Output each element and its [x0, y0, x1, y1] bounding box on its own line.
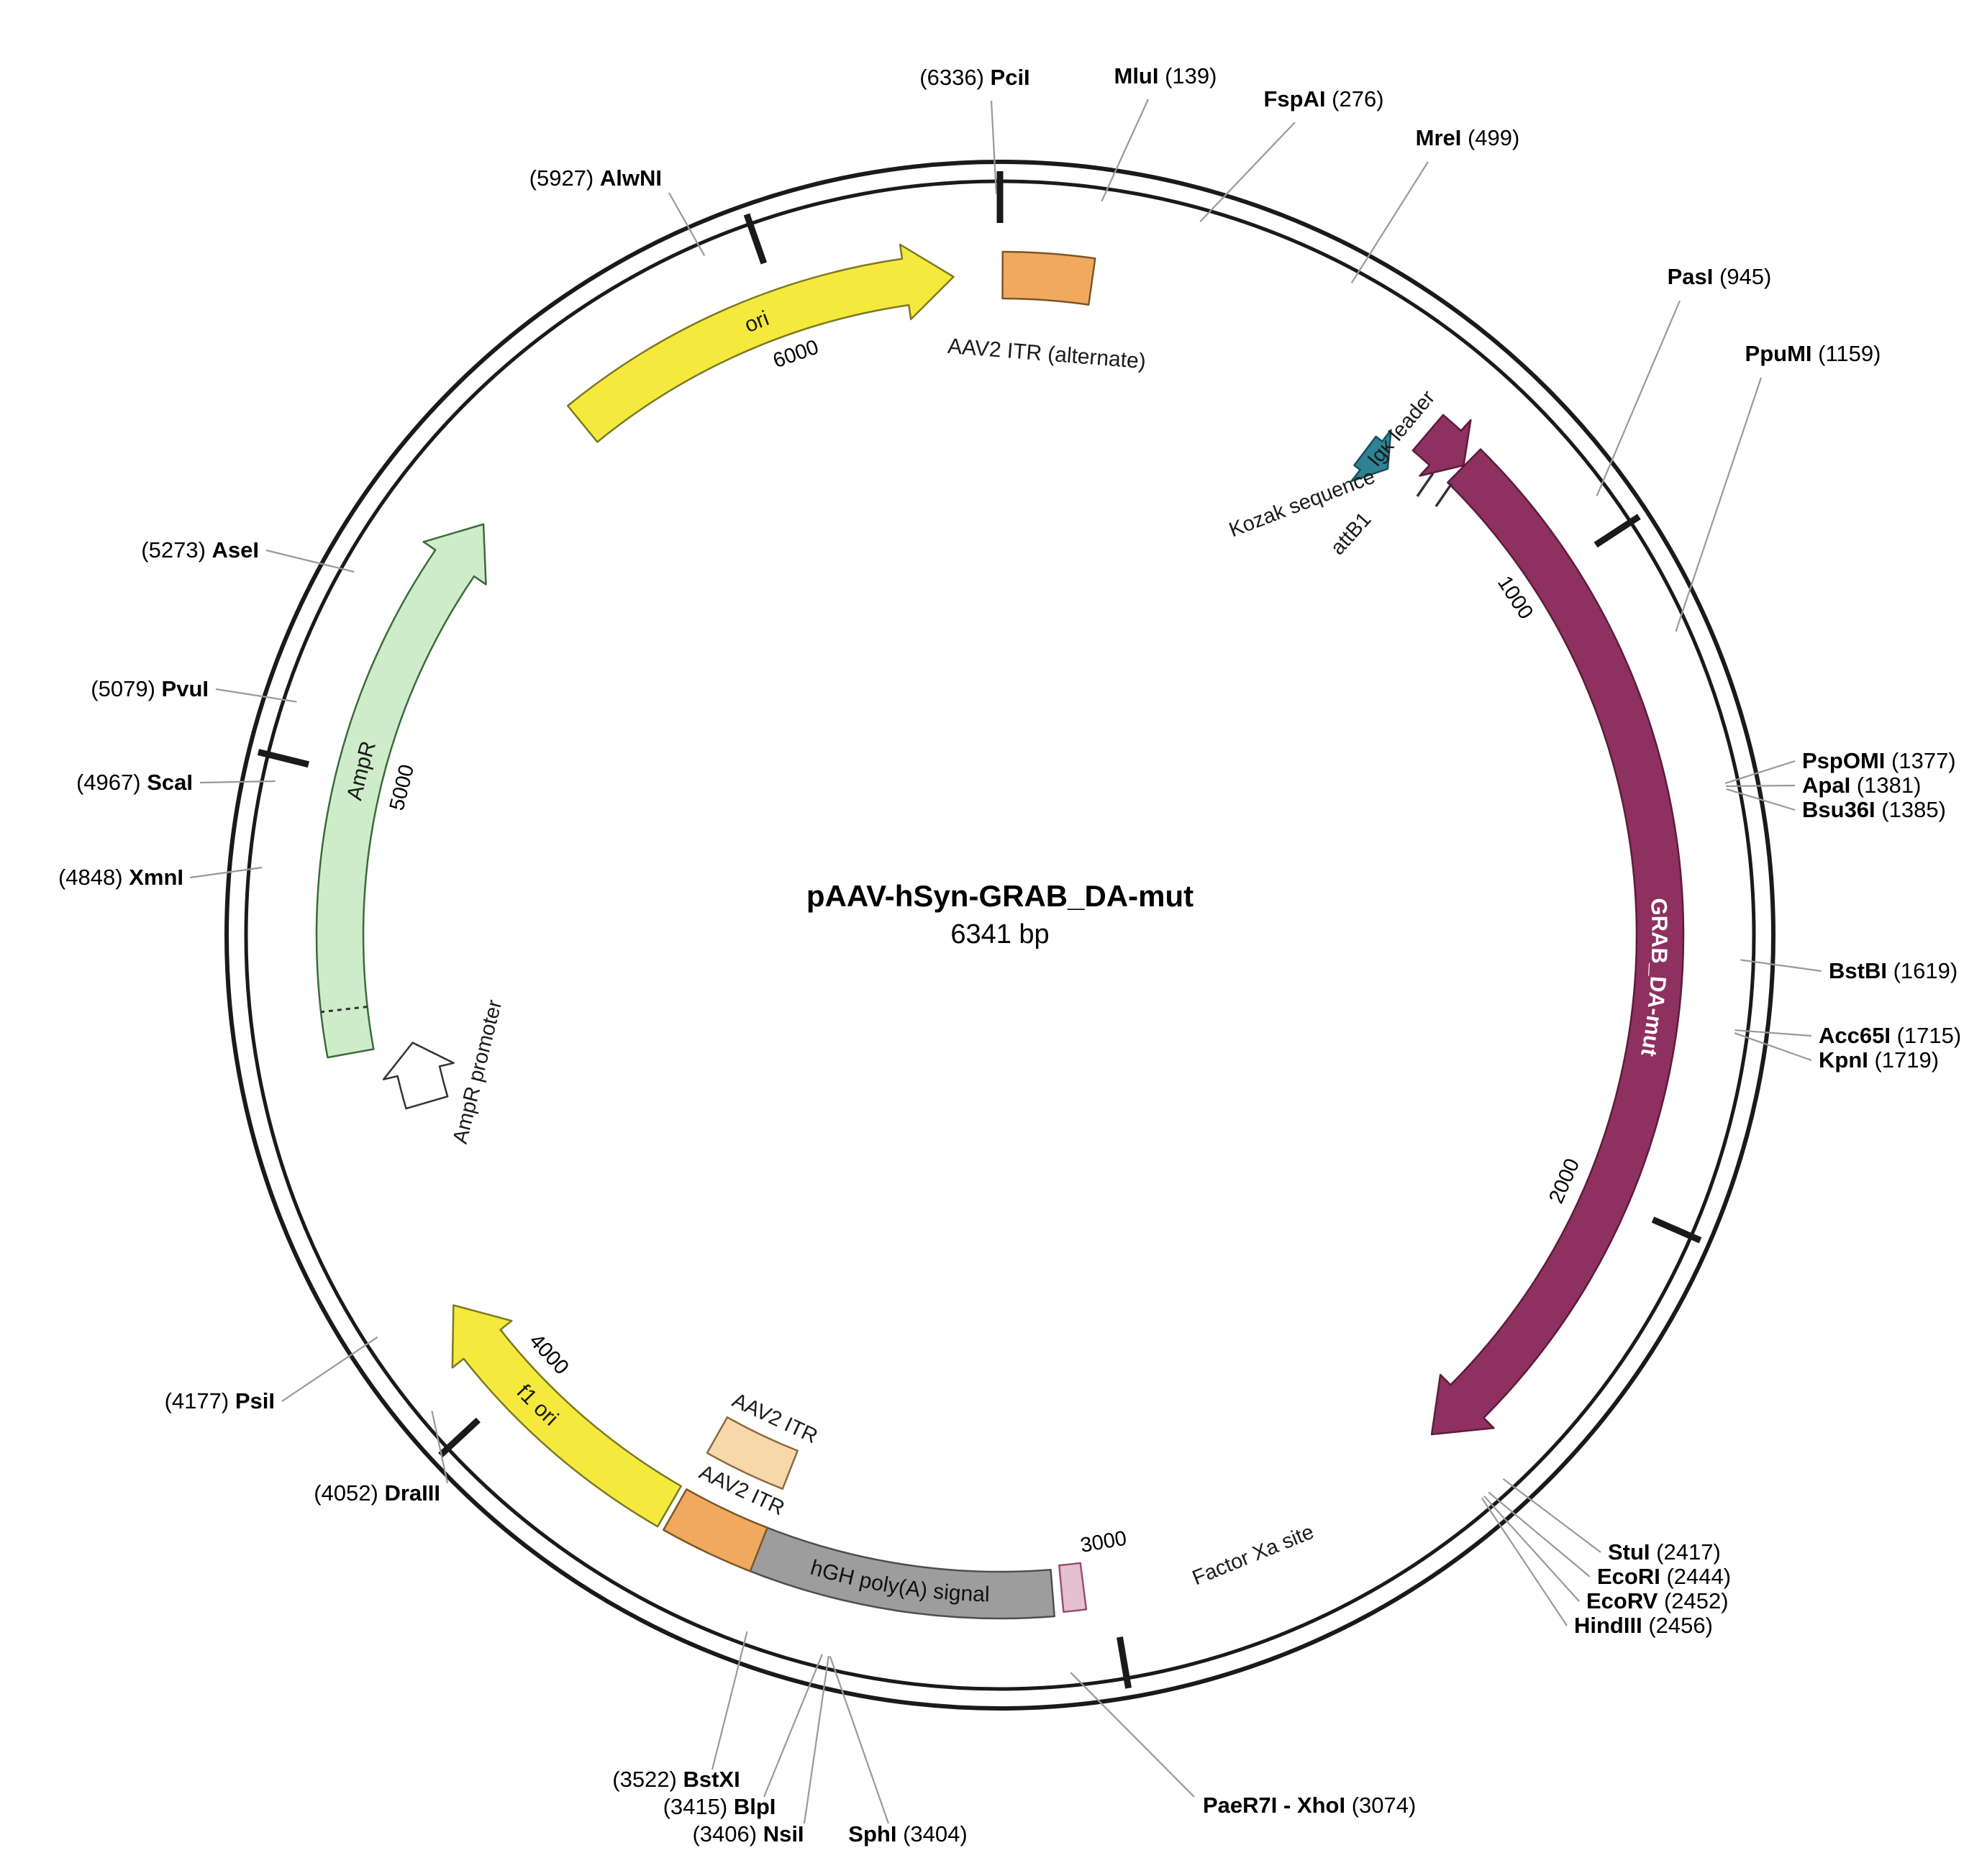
- feature-aav2-itr: [663, 1488, 768, 1572]
- site-label-acc65i: Acc65I (1715): [1819, 1023, 1961, 1048]
- feature-label-ampr-promoter: AmpR promoter: [449, 998, 507, 1147]
- feature-grab-da-mut: [1430, 448, 1685, 1436]
- site-leader-acc65i: [1734, 1029, 1812, 1037]
- plasmid-backbone-outer: [224, 160, 1775, 1711]
- site-label-pcii: (6336) PciI: [919, 65, 1029, 90]
- site-leader-alwni: [668, 192, 706, 256]
- site-leader-ppumi: [1675, 377, 1763, 632]
- scale-tick-6000: [743, 213, 768, 265]
- scale-label-5000: 5000: [386, 762, 419, 813]
- site-leader-pcii: [990, 100, 997, 195]
- site-leader-blpi: [763, 1654, 823, 1798]
- site-label-mrei: MreI (499): [1416, 125, 1520, 150]
- site-leader-sphi: [829, 1656, 890, 1824]
- site-label-sphi: SphI (3404): [848, 1821, 967, 1847]
- site-label-pasi: PasI (945): [1668, 264, 1772, 289]
- site-label-ecori: EcoRI (2444): [1597, 1564, 1731, 1589]
- site-leader-pvui: [215, 688, 297, 703]
- site-leader-xmni: [189, 866, 263, 879]
- site-leader-mlui: [1101, 99, 1150, 202]
- feature-label-attb1: attB1: [1326, 508, 1376, 560]
- feature-aav2-itr-alternate: [1001, 250, 1096, 306]
- site-label-fspai: FspAI (276): [1263, 86, 1383, 111]
- site-leader-hindiii: [1481, 1497, 1568, 1626]
- site-leader-paer7i-xhoi: [1070, 1672, 1195, 1798]
- site-label-bstbi: BstBI (1619): [1829, 958, 1958, 983]
- scale-tick-5000: [257, 749, 309, 768]
- site-leader-pspomi: [1724, 760, 1796, 785]
- site-leader-pasi: [1596, 300, 1681, 496]
- kozak-mark-2: [1434, 483, 1453, 507]
- site-label-psii: (4177) PsiI: [165, 1388, 275, 1413]
- site-leader-kpni: [1734, 1032, 1812, 1062]
- site-label-kpni: KpnI (1719): [1819, 1047, 1939, 1073]
- site-label-blpi: (3415) BlpI: [663, 1794, 776, 1819]
- feature-f1-ori: [451, 1304, 682, 1528]
- site-leader-ecori: [1488, 1491, 1591, 1577]
- site-leader-nsii: [803, 1655, 829, 1824]
- site-label-hindiii: HindIII (2456): [1574, 1613, 1713, 1638]
- site-label-bstxi: (3522) BstXI: [612, 1767, 740, 1792]
- scale-label-3000: 3000: [1078, 1527, 1128, 1557]
- site-label-pspomi: PspOMI (1377): [1802, 748, 1956, 773]
- site-label-apai: ApaI (1381): [1802, 773, 1921, 798]
- site-label-pvui: (5079) PvuI: [91, 676, 209, 701]
- plasmid-title-block: pAAV-hSyn-GRAB_DA-mut 6341 bp: [806, 879, 1193, 950]
- site-leader-ecorv: [1483, 1495, 1580, 1602]
- feature-aav2-itr-inner: [706, 1416, 799, 1490]
- site-leader-draiii: [431, 1411, 449, 1484]
- plasmid-size: 6341 bp: [950, 919, 1050, 950]
- site-label-nsii: (3406) NsiI: [692, 1821, 804, 1847]
- site-label-mlui: MluI (139): [1114, 63, 1217, 88]
- site-leader-mrei: [1350, 161, 1429, 283]
- site-label-draiii: (4052) DraIII: [314, 1480, 440, 1506]
- site-leader-bsu36i: [1726, 788, 1796, 811]
- site-leader-bstbi: [1740, 959, 1822, 973]
- feature-ori: [566, 243, 955, 443]
- plasmid-name: pAAV-hSyn-GRAB_DA-mut: [806, 879, 1194, 913]
- kozak-mark-1: [1416, 473, 1434, 497]
- scale-label-6000: 6000: [770, 336, 822, 373]
- feature-attb1: [1350, 429, 1392, 483]
- site-label-bsu36i: Bsu36I (1385): [1802, 797, 1946, 822]
- feature-ampr-promoter: [382, 1042, 455, 1110]
- site-label-alwni: (5927) AlwNI: [529, 165, 662, 191]
- feature-factor-xa-site: [1058, 1562, 1088, 1613]
- site-leader-asei: [265, 549, 355, 573]
- site-leader-fspai: [1199, 122, 1296, 223]
- site-leader-scai: [199, 780, 276, 784]
- scale-tick-3000: [1117, 1636, 1132, 1689]
- site-label-paer7i-xhoi: PaeR7I - XhoI (3074): [1203, 1793, 1416, 1818]
- site-label-xmni: (4848) XmnI: [58, 865, 183, 890]
- feature-label-aav2-itr-alternate: AAV2 ITR (alternate): [947, 334, 1147, 374]
- site-label-ppumi: PpuMI (1159): [1745, 341, 1881, 366]
- feature-label-factor-xa-site: Factor Xa site: [1189, 1521, 1317, 1590]
- site-label-stui: StuI (2417): [1608, 1539, 1721, 1565]
- site-label-ecorv: EcoRV (2452): [1586, 1588, 1729, 1613]
- scale-tick-4000: [438, 1417, 481, 1458]
- site-leader-psii: [281, 1336, 378, 1402]
- site-label-scai: (4967) ScaI: [76, 770, 193, 795]
- site-leader-bstxi: [711, 1631, 748, 1770]
- site-label-asei: (5273) AseI: [141, 537, 259, 563]
- feature-ampr: [315, 523, 487, 1059]
- scale-tick-1000: [1593, 514, 1641, 548]
- site-leader-stui: [1502, 1478, 1601, 1553]
- scale-tick-2000: [1651, 1216, 1702, 1244]
- feature-igk-leader: [1411, 414, 1472, 477]
- feature-hgh-polya-signal: [743, 1524, 1055, 1620]
